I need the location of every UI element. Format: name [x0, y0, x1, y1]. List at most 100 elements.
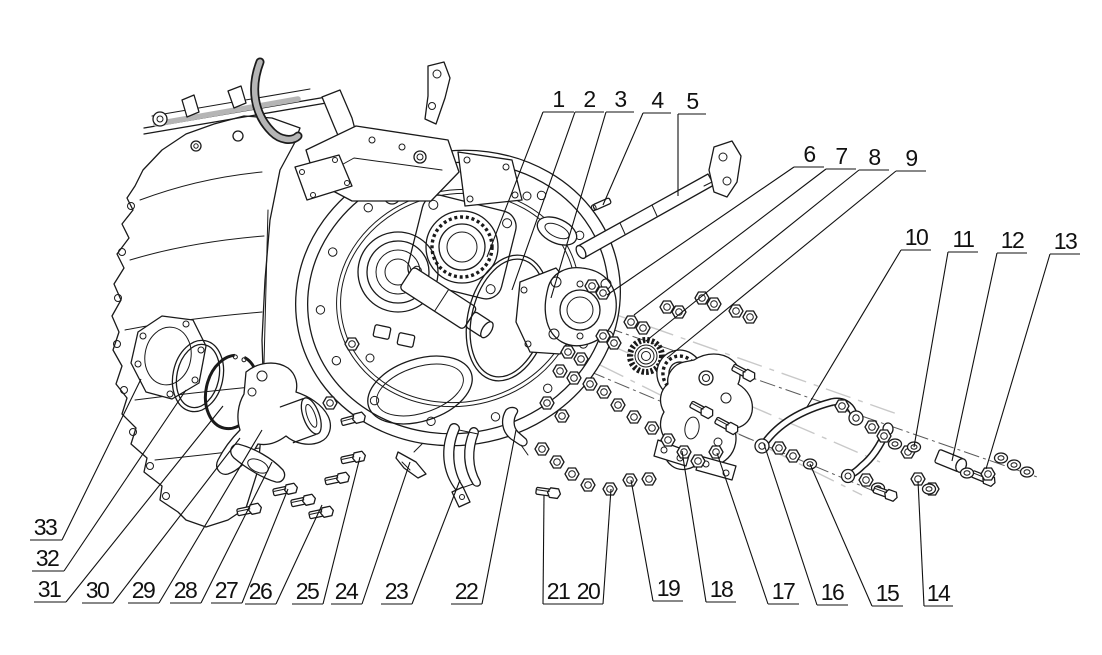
callout-32: 32	[32, 389, 187, 572]
callout-leader-line	[666, 170, 897, 359]
callout-leader-line	[486, 111, 544, 258]
callout-leader-line	[763, 443, 818, 606]
callout-1: 1	[486, 86, 574, 258]
callout-6: 6	[606, 141, 824, 296]
callout-3: 3	[550, 86, 634, 299]
callout-20: 20	[573, 488, 612, 605]
callout-number: 17	[772, 578, 795, 604]
callout-number: 12	[1001, 227, 1024, 253]
callout-number: 22	[455, 578, 478, 604]
cover-plate	[130, 315, 207, 400]
callout-leader-line	[985, 253, 1051, 470]
callout-leader-line	[63, 389, 187, 572]
callout-number: 32	[36, 545, 59, 571]
callout-leader-line	[481, 429, 517, 605]
mounting-bracket	[216, 362, 331, 483]
callout-27: 27	[211, 488, 289, 604]
callout-number: 15	[876, 580, 899, 606]
callout-number: 19	[657, 575, 680, 601]
upper-lever-plate	[424, 61, 451, 125]
callout-31: 31	[34, 405, 224, 603]
callout-12: 12	[951, 227, 1027, 462]
callout-26: 26	[245, 504, 323, 605]
callout-number: 23	[385, 578, 408, 604]
callout-leader-line	[602, 112, 644, 206]
shift-tower	[294, 125, 523, 207]
callout-leader-line	[602, 488, 612, 605]
callout-24: 24	[331, 461, 411, 605]
callout-number: 5	[686, 88, 698, 114]
callout-leader-line	[241, 488, 289, 604]
callout-leader-line	[542, 494, 545, 605]
callout-leader-line	[61, 378, 142, 541]
callout-leader-line	[630, 479, 654, 602]
callout-leader-line	[322, 456, 361, 605]
callout-number: 31	[38, 576, 61, 602]
callout-number: 13	[1054, 228, 1077, 254]
callout-number: 10	[905, 224, 928, 250]
callout-number: 25	[296, 578, 319, 604]
callout-22: 22	[451, 429, 517, 605]
shift-rails	[143, 85, 361, 155]
input-shaft	[357, 231, 494, 339]
callout-leader-line	[361, 461, 411, 605]
callout-25: 25	[292, 456, 361, 605]
o-ring	[171, 339, 225, 413]
callout-5: 5	[677, 88, 706, 196]
callout-number: 18	[710, 576, 733, 602]
callout-number: 16	[821, 579, 844, 605]
callout-leader-line	[917, 480, 925, 607]
callout-leader-line	[275, 504, 323, 605]
callout-28: 28	[170, 461, 273, 604]
callout-leader-line	[633, 168, 827, 316]
shift-fork	[443, 423, 482, 508]
callout-23: 23	[381, 479, 461, 605]
callout-leader-line	[200, 461, 273, 604]
fork-clip	[395, 443, 427, 479]
callout-leader-line	[158, 429, 263, 604]
callout-33: 33	[30, 378, 142, 541]
callout-number: 9	[905, 145, 917, 171]
callout-number: 24	[335, 578, 359, 604]
drive-gear	[627, 337, 665, 375]
callout-16: 16	[763, 443, 848, 606]
selector-shaft	[575, 140, 742, 260]
callout-number: 4	[651, 87, 664, 113]
callout-2: 2	[511, 86, 604, 291]
callout-number: 6	[803, 141, 815, 167]
callout-4: 4	[602, 87, 671, 206]
callout-leader-line	[913, 251, 949, 448]
callout-14: 14	[917, 480, 953, 607]
fork-lever	[501, 406, 529, 456]
callout-29: 29	[128, 429, 263, 604]
callout-leader-line	[806, 249, 902, 408]
callout-9: 9	[666, 145, 926, 359]
callout-number: 20	[577, 578, 600, 604]
callout-leader-line	[511, 111, 576, 291]
callout-15: 15	[809, 463, 903, 607]
callout-number: 26	[249, 578, 272, 604]
callout-19: 19	[630, 479, 683, 602]
callout-number: 29	[132, 577, 155, 603]
callout-leader-line	[951, 252, 998, 462]
callout-leader-line	[606, 166, 795, 296]
callout-number: 27	[215, 577, 238, 603]
callout-number: 8	[868, 144, 880, 170]
inspection-window	[367, 355, 473, 425]
callout-17: 17	[716, 452, 799, 605]
callout-number: 30	[86, 577, 109, 603]
callout-18: 18	[681, 450, 736, 603]
callout-leader-line	[411, 479, 461, 605]
callout-leader-line	[716, 452, 769, 605]
callout-number: 3	[614, 86, 626, 112]
callout-number: 2	[583, 86, 595, 112]
callout-7: 7	[633, 143, 856, 316]
callout-leader-line	[645, 169, 860, 342]
callout-leader-line	[809, 463, 873, 607]
callout-11: 11	[913, 226, 978, 448]
lock-pin	[590, 197, 612, 212]
callout-leader-line	[681, 450, 707, 603]
